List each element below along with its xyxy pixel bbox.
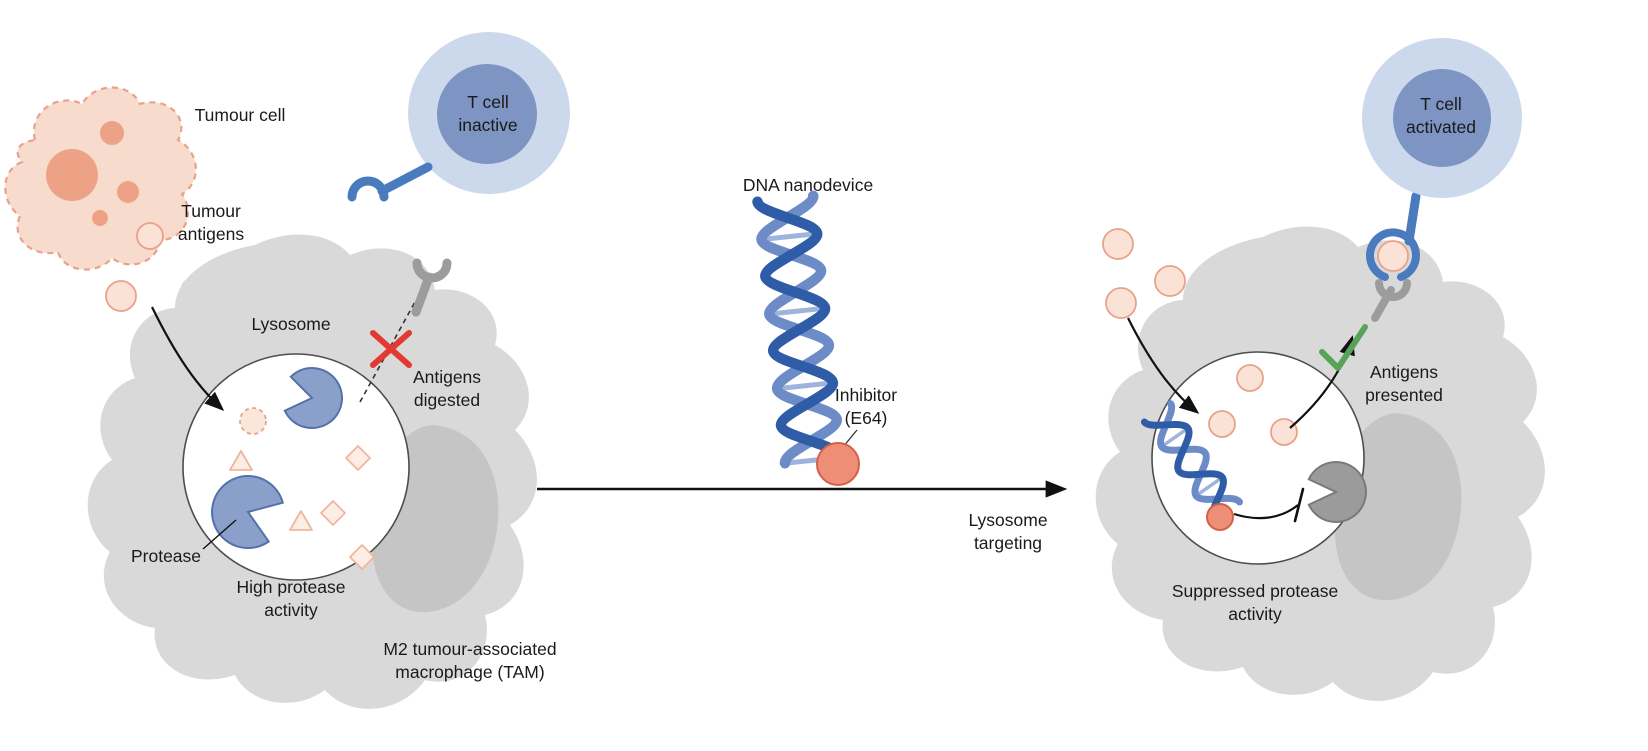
antigen-fragment-triangle [229, 450, 253, 471]
tumour-antigens-label: Tumour antigens [151, 200, 271, 246]
t-cell-nucleus [1393, 69, 1491, 167]
antigen-fragment-triangle [289, 510, 313, 531]
uptake-arrow [151, 306, 225, 412]
inhibition-line [1233, 504, 1299, 520]
dna-strand-icon [1157, 400, 1244, 506]
protease-pacman-icon [211, 475, 285, 549]
suppressed-protease-activity-label: Suppressed protease activity [1125, 580, 1385, 626]
mhc-receptor-icon [1375, 279, 1411, 301]
digested-antigen-dashed [239, 407, 267, 435]
tumour-cell-spot [92, 210, 108, 226]
dna-strand-icon [1140, 418, 1227, 524]
label-line-2: activity [1228, 604, 1282, 624]
label-line-1: Lysosome [968, 510, 1048, 530]
tumour-antigen-dot [1236, 364, 1264, 392]
t-cell-activated-illustration [1362, 38, 1522, 246]
antigen-fragment-diamond [349, 544, 375, 570]
protease-label: Protease [130, 546, 202, 566]
tumour-antigen-dot [1102, 228, 1134, 260]
lysosome-targeting-label: Lysosome targeting [928, 509, 1088, 555]
tumour-cell-illustration [4, 86, 197, 271]
t-cell-inactive-illustration [347, 32, 570, 202]
dna-rung [763, 231, 816, 242]
inhibitor-e64-label: Inhibitor (E64) [796, 384, 936, 430]
t-cell-inactive-label: T cell inactive [408, 91, 568, 137]
protease-pacman-icon [283, 367, 343, 429]
red-cross-icon [370, 330, 412, 368]
tumour-cell-label: Tumour cell [194, 105, 286, 125]
tumour-antigen-dot [136, 222, 164, 250]
protease-pointer-line [202, 519, 237, 550]
t-cell-receptor-stem [377, 162, 433, 196]
green-check-icon [1319, 324, 1368, 371]
macrophage-right-illustration [1095, 226, 1545, 701]
uptake-arrow [1127, 317, 1200, 414]
tumour-antigen-dot [105, 280, 137, 312]
presented-antigen-dot [1377, 240, 1409, 272]
label-line-2: activity [264, 600, 318, 620]
tumour-antigen-dot [1208, 410, 1236, 438]
label-line-2: (E64) [844, 408, 888, 428]
tumour-cell-spot [117, 181, 139, 203]
tumour-antigen-dot [1270, 418, 1298, 446]
mhc-receptor-stem [411, 272, 434, 317]
label-line-1: Tumour [181, 201, 241, 221]
label-line-1: Suppressed protease [1171, 581, 1339, 601]
t-cell-activated-label: T cell activated [1361, 93, 1521, 139]
label-line-2: macrophage (TAM) [395, 662, 545, 682]
tumour-antigen-dot [1154, 265, 1186, 297]
tumour-antigen-dot [1105, 287, 1137, 319]
protease-pacman-inhibited-icon [1307, 461, 1367, 523]
label-line-2: activated [1405, 117, 1477, 137]
lysosome-label: Lysosome [251, 314, 331, 334]
label-line-2: presented [1365, 385, 1443, 405]
label-line-1: M2 tumour-associated [383, 639, 557, 659]
antigens-presented-label: Antigens presented [1319, 361, 1489, 407]
antigen-fragment-diamond [345, 445, 371, 471]
inhibition-bar [1293, 487, 1305, 523]
label-line-2: targeting [973, 533, 1043, 553]
dna-rung [1196, 477, 1222, 497]
tumour-cell-spot [100, 121, 124, 145]
macrophage-left-illustration [87, 234, 537, 709]
dna-rung [771, 305, 824, 317]
tumour-cell-spot [46, 149, 98, 201]
dna-nanodevice-label: DNA nanodevice [742, 175, 874, 195]
dna-rung [1162, 427, 1188, 447]
label-line-1: Antigens [412, 367, 482, 387]
high-protease-activity-label: High protease activity [181, 576, 401, 622]
t-cell-nucleus [437, 64, 537, 164]
label-line-2: inactive [458, 115, 518, 135]
dna-strand-icon [752, 196, 846, 463]
label-line-1: T cell [1420, 94, 1462, 114]
label-line-2: digested [413, 390, 481, 410]
dna-nanodevice-illustration [752, 190, 860, 486]
inhibitor-e64-icon [1206, 503, 1234, 531]
antigen-fragment-diamond [320, 500, 346, 526]
label-line-1: Antigens [1369, 362, 1439, 382]
lysosome-circle [1151, 351, 1365, 565]
antigens-digested-label: Antigens digested [372, 366, 522, 412]
t-cell-receptor-stem [1404, 191, 1421, 246]
t-cell-receptor-icon [347, 176, 389, 202]
label-line-1: T cell [467, 92, 509, 112]
label-line-1: High protease [236, 577, 346, 597]
mhc-receptor-icon [412, 258, 452, 283]
m2-tam-label: M2 tumour-associated macrophage (TAM) [310, 638, 630, 684]
inhibitor-e64-icon [816, 442, 860, 486]
t-cell-receptor-ring-icon [1366, 228, 1420, 281]
label-line-1: Inhibitor [834, 385, 898, 405]
label-line-2: antigens [177, 224, 245, 244]
dna-rung [778, 380, 832, 391]
